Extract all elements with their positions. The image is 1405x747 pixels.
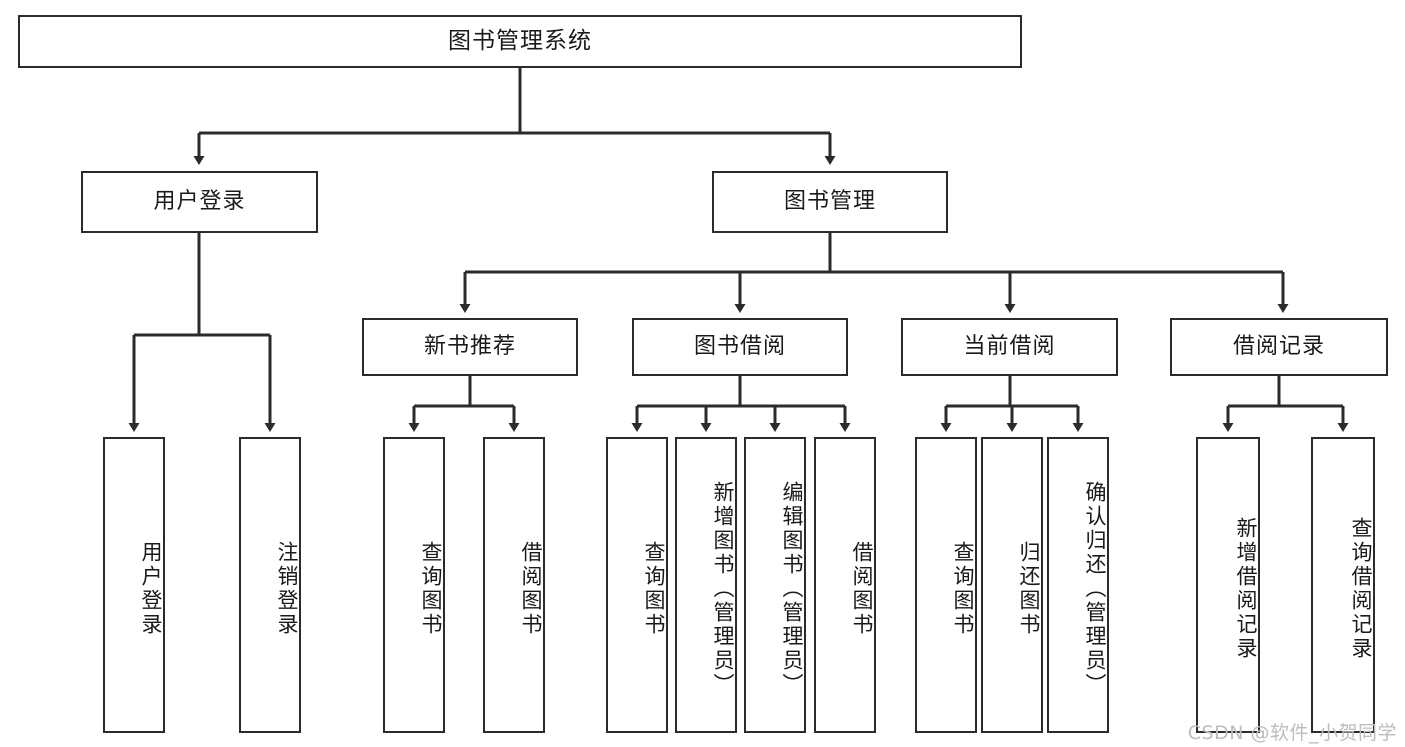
node-leaf-query-book-2[interactable]: 查询图书: [606, 437, 668, 733]
node-current-borrow[interactable]: 当前借阅: [901, 318, 1118, 376]
node-label: 借阅记录: [1232, 333, 1325, 359]
node-leaf-query-book-3[interactable]: 查询图书: [915, 437, 977, 733]
node-label: 图书借阅: [693, 333, 786, 359]
node-label: 借阅图书: [519, 541, 543, 637]
node-label: 新增借阅记录: [1234, 517, 1258, 661]
node-leaf-edit-book[interactable]: 编辑图书（管理员）: [744, 437, 806, 733]
node-leaf-add-record[interactable]: 新增借阅记录: [1196, 437, 1260, 733]
node-label: 查询图书: [419, 541, 443, 637]
node-leaf-query-book-1[interactable]: 查询图书: [383, 437, 445, 733]
node-label: 查询借阅记录: [1349, 517, 1373, 661]
node-user-login[interactable]: 用户登录: [81, 171, 318, 233]
node-label: 新增图书（管理员）: [711, 481, 735, 697]
node-label: 查询图书: [642, 541, 666, 637]
node-book-borrow[interactable]: 图书借阅: [632, 318, 848, 376]
node-book-management[interactable]: 图书管理: [712, 171, 948, 233]
node-label: 查询图书: [951, 541, 975, 637]
node-leaf-return-book[interactable]: 归还图书: [981, 437, 1043, 733]
node-new-book-recommend[interactable]: 新书推荐: [362, 318, 578, 376]
node-leaf-confirm-return[interactable]: 确认归还（管理员）: [1047, 437, 1109, 733]
node-borrow-record[interactable]: 借阅记录: [1170, 318, 1388, 376]
node-leaf-borrow-book-1[interactable]: 借阅图书: [483, 437, 545, 733]
node-leaf-query-record[interactable]: 查询借阅记录: [1311, 437, 1375, 733]
node-leaf-borrow-book-2[interactable]: 借阅图书: [814, 437, 876, 733]
node-label: 用户登录: [139, 541, 163, 637]
node-label: 图书管理系统: [448, 27, 592, 54]
node-label: 新书推荐: [423, 333, 516, 359]
node-label: 当前借阅: [963, 333, 1056, 359]
node-label: 注销登录: [275, 541, 299, 637]
node-label: 图书管理: [783, 188, 876, 214]
node-leaf-add-book[interactable]: 新增图书（管理员）: [675, 437, 737, 733]
node-label: 借阅图书: [850, 541, 874, 637]
node-label: 归还图书: [1017, 541, 1041, 637]
node-label: 用户登录: [153, 188, 246, 214]
node-root-book-management-system[interactable]: 图书管理系统: [18, 15, 1022, 68]
node-label: 编辑图书（管理员）: [780, 481, 804, 697]
node-label: 确认归还（管理员）: [1083, 481, 1107, 697]
node-leaf-user-login[interactable]: 用户登录: [103, 437, 165, 733]
node-leaf-user-logout[interactable]: 注销登录: [239, 437, 301, 733]
